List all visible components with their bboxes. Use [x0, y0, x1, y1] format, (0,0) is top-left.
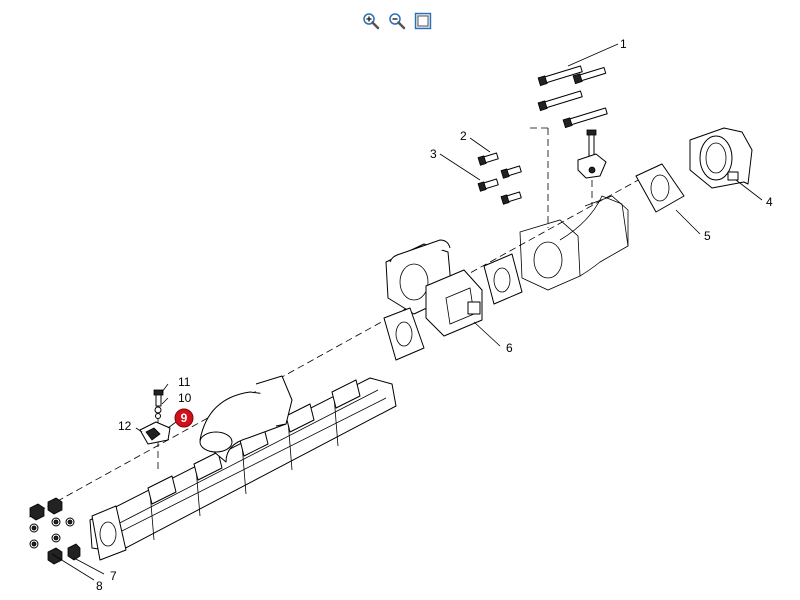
- turbo-housing: [385, 239, 483, 337]
- small-bolts: [477, 152, 522, 205]
- sensor-assembly: [139, 389, 171, 445]
- callout-12[interactable]: 12: [118, 419, 132, 433]
- callout-2[interactable]: 2: [460, 129, 467, 143]
- long-bolts: [537, 65, 608, 129]
- assembly-axis-lines: [27, 127, 661, 519]
- fit-window-button[interactable]: [413, 11, 433, 31]
- callout-11[interactable]: 11: [178, 375, 191, 389]
- magnifier-minus-icon: [389, 13, 406, 30]
- callout-10[interactable]: 10: [178, 391, 192, 405]
- callout-5[interactable]: 5: [704, 229, 711, 243]
- leader-lines: [51, 43, 763, 581]
- callout-9-highlighted[interactable]: 9: [174, 408, 194, 428]
- callout-7[interactable]: 7: [110, 569, 117, 583]
- callout-6[interactable]: 6: [506, 341, 513, 355]
- upper-bracket: [577, 129, 607, 179]
- diagram-toolbar: [361, 11, 433, 31]
- nuts-and-studs: [29, 497, 81, 565]
- callout-8[interactable]: 8: [96, 579, 103, 593]
- highlight-marker: [174, 408, 194, 428]
- gaskets: [383, 253, 523, 361]
- callout-1[interactable]: 1: [620, 37, 627, 51]
- callout-labels: 1 2 3 4 5 6 7 8 9 10 11 12: [96, 37, 773, 593]
- flange-elbow: [689, 127, 753, 189]
- fit-window-icon: [414, 12, 432, 30]
- magnifier-plus-icon: [363, 13, 380, 30]
- zoom-out-button[interactable]: [387, 11, 407, 31]
- callout-4[interactable]: 4: [766, 195, 773, 209]
- upper-elbow-pipe: [519, 195, 629, 291]
- callout-3[interactable]: 3: [430, 147, 437, 161]
- flange-gasket: [635, 163, 685, 213]
- exhaust-manifold: [89, 375, 397, 561]
- callout-9: 9: [181, 411, 188, 425]
- zoom-in-button[interactable]: [361, 11, 381, 31]
